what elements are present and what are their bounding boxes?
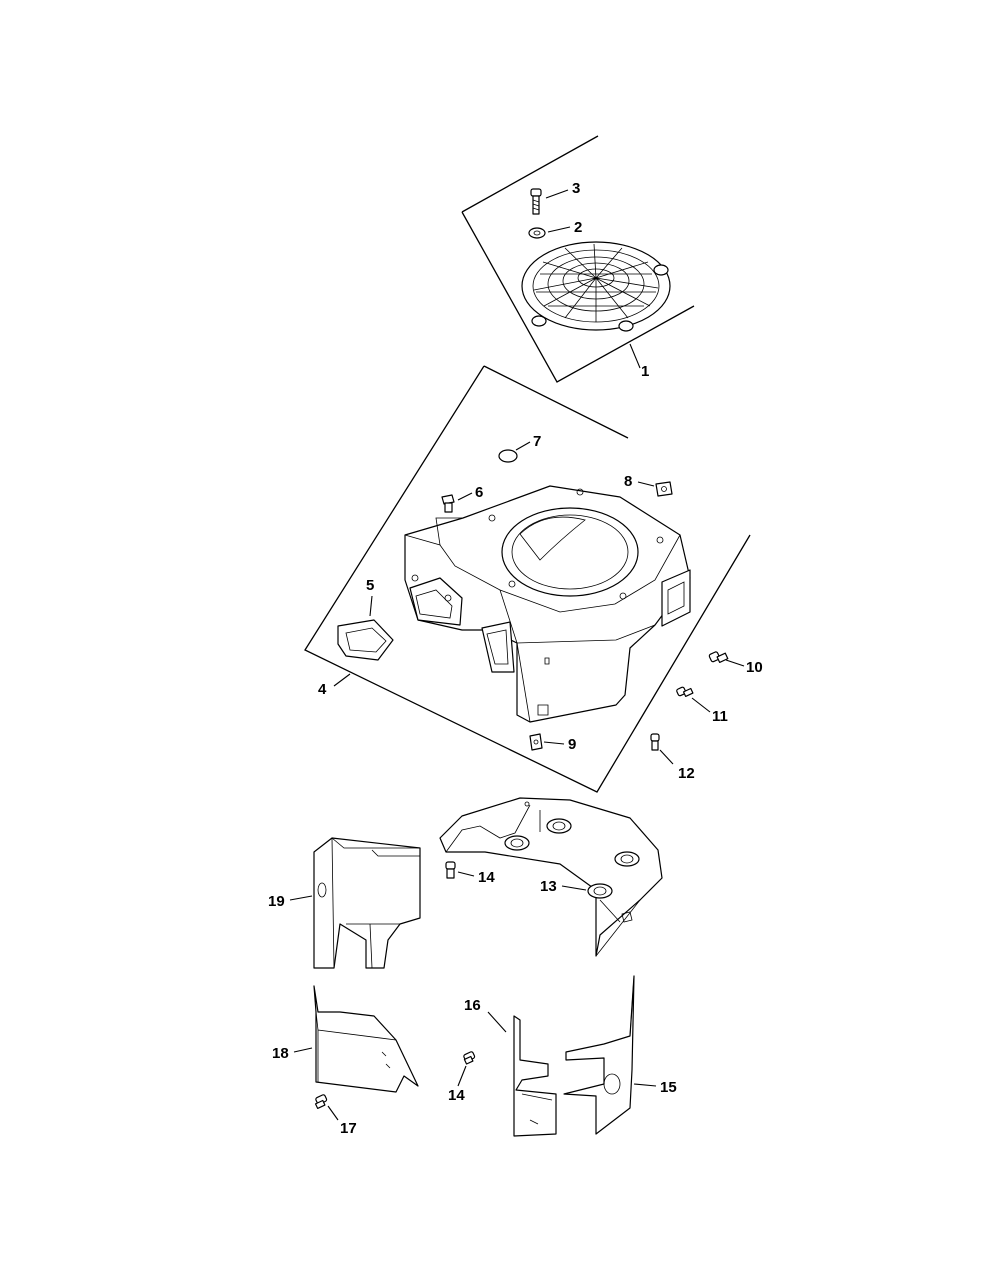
leader-19: [289, 895, 313, 901]
callout-4: 4: [318, 681, 327, 698]
leader-2: [547, 226, 571, 233]
grille-group-frame: [461, 135, 695, 383]
blower-housing-part[interactable]: [404, 485, 691, 723]
air-guide-part[interactable]: [337, 619, 394, 661]
callout-19: 19: [268, 893, 285, 910]
clip-part[interactable]: [529, 733, 543, 751]
callout-12: 12: [678, 765, 695, 782]
leader-14-lower: [457, 1065, 467, 1087]
callout-17: 17: [340, 1120, 357, 1137]
callout-3: 3: [572, 180, 580, 197]
callout-18: 18: [272, 1045, 289, 1062]
leader-7: [515, 441, 531, 451]
leader-3: [545, 189, 569, 199]
shield-15-part[interactable]: [563, 975, 635, 1135]
clip-nut-part[interactable]: [655, 481, 673, 497]
shield-19-part[interactable]: [313, 837, 421, 969]
plug-part[interactable]: [498, 449, 518, 463]
callout-14-lower: 14: [448, 1087, 465, 1104]
housing-group-frame: [304, 365, 751, 793]
baffle-part[interactable]: [439, 797, 663, 957]
callout-6: 6: [475, 484, 483, 501]
shield-18-part[interactable]: [313, 985, 419, 1093]
leader-17: [327, 1105, 339, 1121]
callout-2: 2: [574, 219, 582, 236]
fan-grille-part[interactable]: [521, 241, 671, 332]
leader-18: [293, 1047, 313, 1053]
screw-14-lower-part[interactable]: [463, 1051, 476, 1065]
leader-11: [691, 697, 711, 713]
leader-9: [543, 741, 565, 745]
screw-10-part[interactable]: [708, 651, 729, 664]
leader-6: [457, 492, 473, 501]
leader-5: [369, 595, 373, 617]
leader-14-upper: [457, 871, 475, 877]
leader-12: [659, 749, 674, 765]
screw-11-part[interactable]: [676, 686, 694, 698]
screw-12-part[interactable]: [650, 733, 660, 751]
leader-16: [487, 1011, 507, 1033]
washer-part[interactable]: [528, 227, 546, 239]
screw-17-part[interactable]: [314, 1094, 328, 1110]
callout-15: 15: [660, 1079, 677, 1096]
screw-part[interactable]: [530, 188, 542, 215]
callout-14-upper: 14: [478, 869, 495, 886]
screw-14-upper-part[interactable]: [445, 861, 456, 879]
callout-1: 1: [641, 363, 649, 380]
leader-4: [333, 673, 351, 687]
callout-13: 13: [540, 878, 557, 895]
leader-10: [725, 659, 745, 667]
leader-13: [561, 885, 587, 891]
baffle-16-part[interactable]: [513, 1015, 557, 1137]
callout-9: 9: [568, 736, 576, 753]
bolt-top-part[interactable]: [441, 494, 455, 513]
callout-7: 7: [533, 433, 541, 450]
callout-11: 11: [712, 708, 728, 725]
callout-5: 5: [366, 577, 374, 594]
leader-15: [633, 1083, 657, 1087]
leader-1: [629, 343, 641, 369]
leader-8: [637, 481, 655, 487]
callout-8: 8: [624, 473, 632, 490]
callout-16: 16: [464, 997, 481, 1014]
callout-10: 10: [746, 659, 763, 676]
